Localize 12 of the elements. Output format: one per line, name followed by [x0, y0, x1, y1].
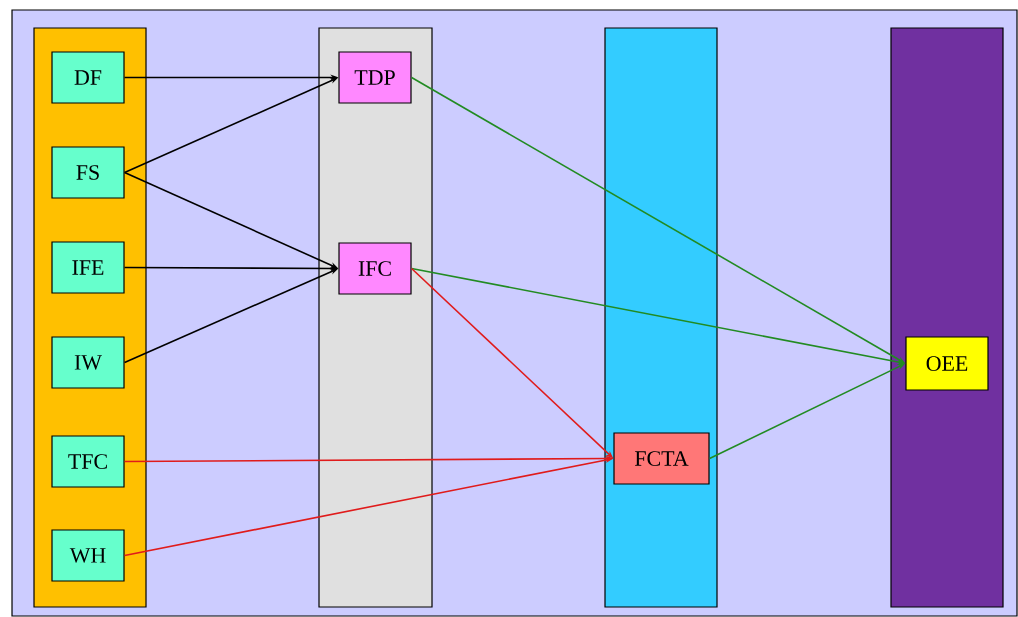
label-box: IFC [338, 242, 412, 295]
column-band [890, 27, 1004, 608]
label-box: FS [51, 146, 125, 199]
label-box: TDP [338, 51, 412, 104]
label-box: IW [51, 336, 125, 389]
column-band [604, 27, 718, 608]
label-box: OEE [905, 336, 989, 391]
label-box: WH [51, 529, 125, 582]
label-box: DF [51, 51, 125, 104]
label-box: FCTA [613, 432, 710, 485]
label-box: TFC [51, 435, 125, 488]
label-box: IFE [51, 241, 125, 294]
